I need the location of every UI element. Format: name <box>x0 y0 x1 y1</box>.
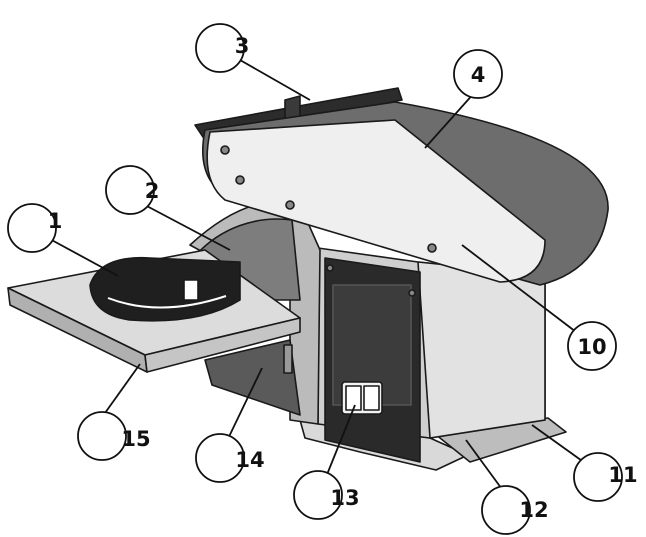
callout-circle <box>481 485 531 535</box>
callout-circle <box>7 203 57 253</box>
callout-circle <box>573 452 623 502</box>
callout-circle <box>77 411 127 461</box>
callout-number: 1 <box>48 209 63 233</box>
callout-10: 10 <box>567 321 617 371</box>
leader-line-13 <box>323 404 356 483</box>
callout-number: 14 <box>235 448 264 472</box>
callout-number: 4 <box>471 63 486 87</box>
callout-2: 2 <box>105 165 160 215</box>
leader-line-14 <box>224 367 263 446</box>
side-plate-screw <box>285 200 295 210</box>
miter-gauge-arc <box>107 295 227 309</box>
callout-13: 13 <box>293 470 360 520</box>
callout-15: 15 <box>77 411 151 461</box>
callout-number: 12 <box>519 498 548 522</box>
motor-housing-side <box>417 261 546 439</box>
callout-3: 3 <box>195 23 250 73</box>
callout-number: 11 <box>608 463 637 487</box>
side-plate-screw <box>235 175 245 185</box>
callout-circle <box>453 49 503 99</box>
leader-line-2 <box>142 203 231 251</box>
panel-screw <box>326 264 334 272</box>
table-lock-handle <box>283 344 293 374</box>
panel-screw <box>408 289 416 297</box>
callout-circle <box>195 23 245 73</box>
callout-number: 13 <box>330 486 359 510</box>
callout-1: 1 <box>7 203 63 253</box>
callout-14: 14 <box>195 433 265 483</box>
work-table-front <box>144 317 301 373</box>
callout-circle <box>105 165 155 215</box>
callout-leaders <box>47 59 586 497</box>
callout-11: 11 <box>573 452 638 502</box>
callout-circle <box>195 433 245 483</box>
callout-number: 10 <box>577 335 606 359</box>
callout-number: 2 <box>145 179 160 203</box>
callout-4: 4 <box>453 49 503 99</box>
leader-line-1 <box>47 237 119 277</box>
switch-button-off <box>363 385 380 411</box>
callout-circle <box>293 470 343 520</box>
callout-number: 15 <box>121 427 150 451</box>
callout-circle <box>567 321 617 371</box>
side-plate-screw <box>427 243 437 253</box>
side-plate-screw <box>220 145 230 155</box>
miter-gauge-knob <box>183 279 199 301</box>
leader-line-15 <box>99 363 141 421</box>
leader-line-4 <box>424 91 476 149</box>
sander-illustration <box>7 87 609 471</box>
leader-line-10 <box>461 244 581 336</box>
belt-side-plate <box>206 119 546 283</box>
leader-line-11 <box>531 424 586 464</box>
leader-line-3 <box>239 59 311 101</box>
table-support-bracket <box>204 339 301 416</box>
miter-gauge <box>89 256 241 322</box>
callout-12: 12 <box>481 485 549 535</box>
callout-number: 3 <box>235 34 250 58</box>
